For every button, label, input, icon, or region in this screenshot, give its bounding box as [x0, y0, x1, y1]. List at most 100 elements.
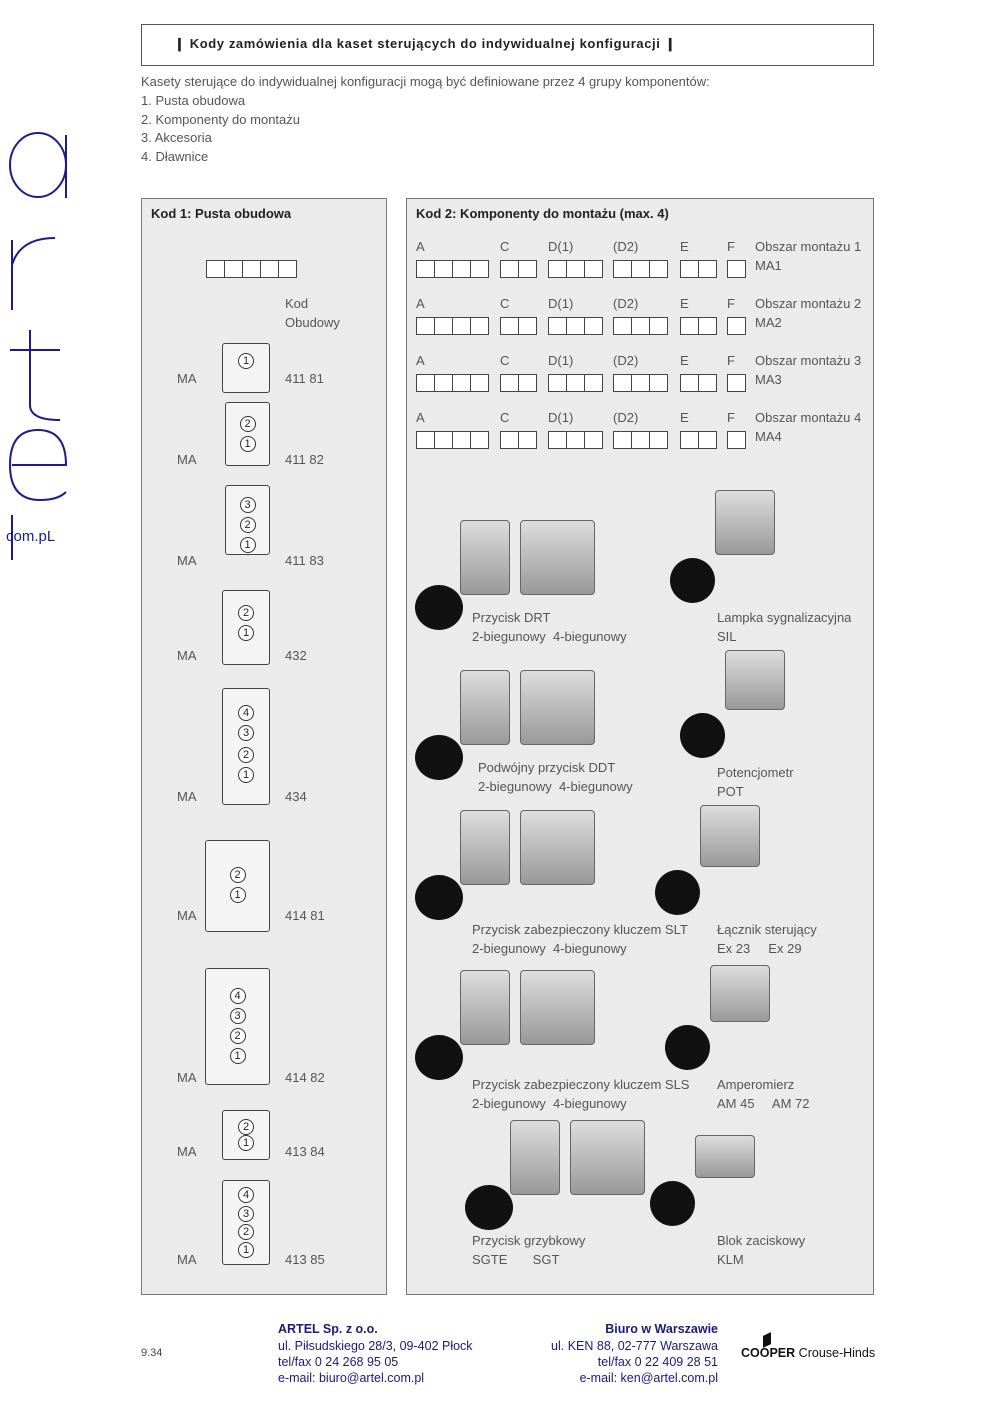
code-input-a[interactable] — [416, 431, 489, 449]
code-input-d1[interactable] — [548, 317, 603, 335]
code-input-e[interactable] — [680, 317, 717, 335]
position-marker: 2 — [239, 416, 256, 432]
product-variants: POT — [717, 784, 744, 799]
code-input-d2[interactable] — [613, 260, 668, 278]
position-marker: 2 — [238, 747, 254, 763]
code-input-c[interactable] — [500, 374, 537, 392]
intro-item: 4. Dławnice — [141, 149, 209, 164]
enclosure-code[interactable]: 432 — [285, 648, 307, 663]
button-head-icon — [415, 735, 463, 780]
product-name: Lampka sygnalizacyjna — [717, 610, 852, 625]
position-marker: 4 — [229, 988, 246, 1004]
product-name: Przycisk DRT — [472, 610, 551, 625]
group-label: A — [416, 296, 425, 311]
code-input-f[interactable] — [727, 260, 746, 278]
code-input-c[interactable] — [500, 317, 537, 335]
position-marker: 2 — [238, 605, 254, 621]
page-number: 9.34 — [141, 1347, 163, 1359]
component-head-icon — [665, 1025, 710, 1070]
page-title-box: ❙ Kody zamówienia dla kaset sterujących … — [141, 24, 874, 66]
group-label: C — [500, 410, 510, 425]
code-input-d1[interactable] — [548, 260, 603, 278]
enclosure-drawing-41182 — [225, 402, 270, 466]
code-input-a[interactable] — [416, 317, 489, 335]
component-photo — [715, 490, 775, 555]
position-marker: 2 — [238, 1119, 254, 1135]
position-marker: 4 — [238, 1187, 254, 1203]
footer-email[interactable]: e-mail: biuro@artel.com.pl — [278, 1371, 425, 1385]
enclosure-code[interactable]: 411 81 — [285, 371, 324, 386]
enclosure-code[interactable]: 411 82 — [285, 452, 324, 467]
code-input-c[interactable] — [500, 260, 537, 278]
enclosure-drawing-41482 — [205, 968, 270, 1085]
enclosure-code[interactable]: 411 83 — [285, 553, 324, 568]
footer-phone: tel/fax 0 24 268 95 05 — [278, 1355, 399, 1369]
product-variants: SGTE SGT — [472, 1252, 560, 1267]
code-input-a[interactable] — [416, 260, 489, 278]
code-input-e[interactable] — [680, 431, 717, 449]
code-input-c[interactable] — [500, 431, 537, 449]
position-marker: 2 — [238, 1224, 254, 1240]
position-marker: 1 — [238, 1135, 254, 1151]
group-label: D(1) — [548, 410, 574, 425]
code-input-e[interactable] — [680, 374, 717, 392]
code-input-d2[interactable] — [613, 374, 668, 392]
col-header: Obudowy — [285, 315, 340, 330]
enclosure-drawing-41481 — [205, 840, 270, 932]
product-variants: 2-biegunowy 4-biegunowy — [472, 941, 627, 956]
footer-office-phone: tel/fax 0 22 409 28 51 — [597, 1355, 718, 1369]
kod1-title: Kod 1: Pusta obudowa — [151, 206, 292, 221]
group-label: F — [727, 410, 735, 425]
footer-company: ARTEL Sp. z o.o. — [278, 1322, 378, 1336]
brand-rest: Crouse-Hinds — [798, 1346, 876, 1360]
code-input-d1[interactable] — [548, 431, 603, 449]
component-photo-4pole — [520, 810, 595, 885]
position-marker: 2 — [229, 1028, 246, 1044]
code-input-d2[interactable] — [613, 317, 668, 335]
enclosure-code[interactable]: 414 82 — [285, 1070, 325, 1085]
area-code: MA3 — [755, 372, 782, 387]
product-variants: 2-biegunowy 4-biegunowy — [472, 1096, 627, 1111]
enclosure-code[interactable]: 413 84 — [285, 1144, 325, 1159]
brand-bold: COOPER — [741, 1346, 796, 1360]
group-label: D(1) — [548, 296, 574, 311]
position-marker: 1 — [239, 436, 256, 452]
page-title: ❙ Kody zamówienia dla kaset sterujących … — [174, 36, 677, 51]
code-input-f[interactable] — [727, 374, 746, 392]
enclosure-code[interactable]: 434 — [285, 789, 307, 804]
group-label: C — [500, 296, 510, 311]
intro-item: 2. Komponenty do montażu — [141, 112, 300, 127]
code-input-d1[interactable] — [548, 374, 603, 392]
button-head-icon — [465, 1185, 513, 1230]
intro-item: 1. Pusta obudowa — [141, 93, 246, 108]
component-photo-2pole — [460, 970, 510, 1045]
code-input-f[interactable] — [727, 317, 746, 335]
group-label: D(1) — [548, 239, 574, 254]
kod2-title: Kod 2: Komponenty do montażu (max. 4) — [416, 206, 669, 221]
product-name: Przycisk zabezpieczony kluczem SLT — [472, 922, 688, 937]
artel-logo-graphic — [8, 132, 68, 581]
logo-domain: com.pL — [6, 528, 56, 545]
product-name: Łącznik sterujący — [717, 922, 817, 937]
group-label: E — [680, 239, 689, 254]
footer-address: ul. Piłsudskiego 28/3, 09-402 Płock — [278, 1339, 473, 1353]
kod1-code-input[interactable] — [206, 260, 297, 278]
enclosure-code[interactable]: 413 85 — [285, 1252, 325, 1267]
component-photo-4pole — [520, 670, 595, 745]
component-photo — [710, 965, 770, 1022]
component-photo-2pole — [460, 810, 510, 885]
cooper-logo: COOPER Crouse-Hinds — [741, 1332, 876, 1360]
area-code: MA1 — [755, 258, 782, 273]
position-marker: 1 — [229, 1048, 246, 1064]
code-input-e[interactable] — [680, 260, 717, 278]
enclosure-code[interactable]: 414 81 — [285, 908, 325, 923]
group-label: (D2) — [613, 296, 639, 311]
intro-text: Kasety sterujące do indywidualnej konfig… — [141, 74, 710, 89]
footer-office-email[interactable]: e-mail: ken@artel.com.pl — [579, 1371, 718, 1385]
code-input-d2[interactable] — [613, 431, 668, 449]
product-variants: SIL — [717, 629, 737, 644]
code-input-f[interactable] — [727, 431, 746, 449]
component-head-icon — [670, 558, 715, 603]
position-marker: 2 — [229, 867, 246, 883]
code-input-a[interactable] — [416, 374, 489, 392]
